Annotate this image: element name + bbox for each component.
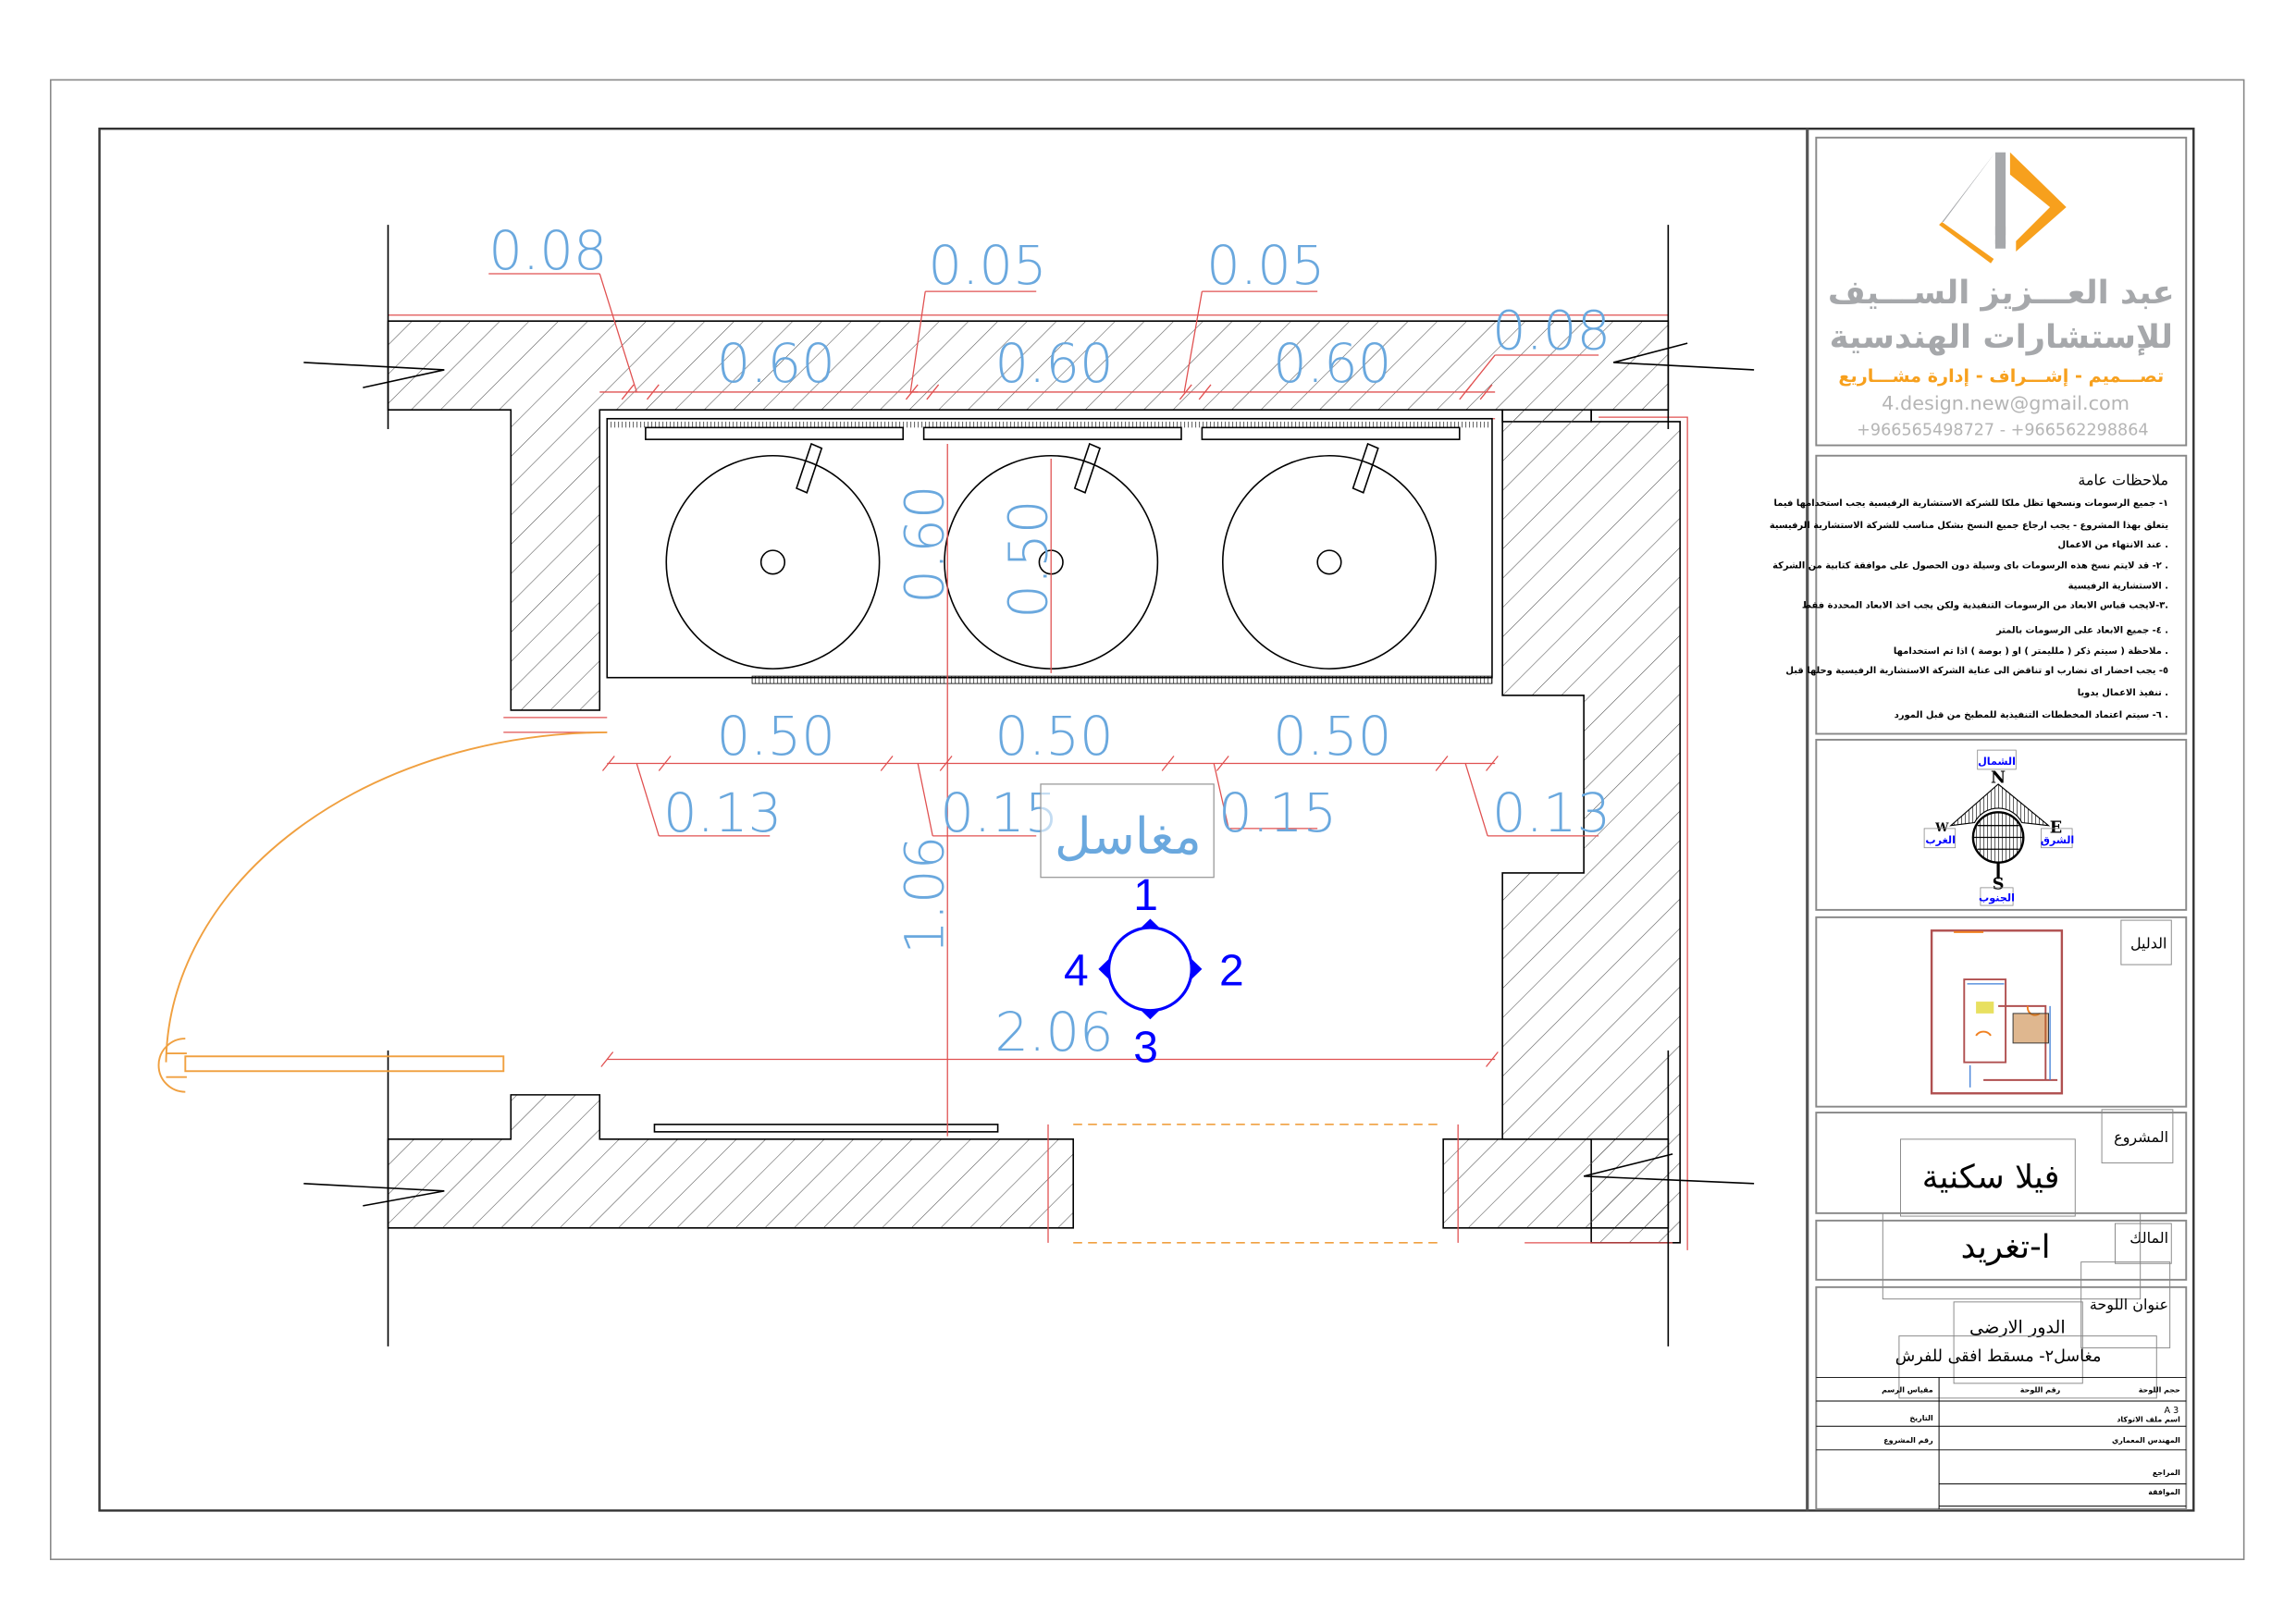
svg-text:٥- يجب احضار اى تضارب او تناقض: ٥- يجب احضار اى تضارب او تناقض الى عناية…: [1785, 666, 2168, 676]
svg-text:2: 2: [1219, 946, 1244, 995]
elevation-marker: 1 2 3 4: [1064, 871, 1244, 1073]
info-table: مقياس الرسم رقم اللوحة حجم اللوحة A 3 ال…: [1816, 1376, 2187, 1509]
room-label-box: [1040, 783, 1215, 879]
wall-bottom-left: [387, 1094, 1075, 1229]
break-symbol: [303, 342, 1755, 1207]
general-notes: ملاحظات عامة ١- جميع الرسومات ونسخها تظل…: [1770, 472, 2168, 720]
svg-text:٦- سيتم اعتماد المخططات التنفي: ٦- سيتم اعتماد المخططات التنفيذية للمطبخ…: [1895, 710, 2168, 720]
svg-text:مغاسل٢- مسقط افقى للفرش: مغاسل٢- مسقط افقى للفرش: [1895, 1347, 2102, 1366]
svg-text:A 3: A 3: [2165, 1406, 2179, 1416]
svg-text:الاستشارية الرفيسية .: الاستشارية الرفيسية .: [2068, 582, 2168, 592]
dimension-label: 0.60: [894, 486, 956, 604]
dimension-label: 0.50: [994, 706, 1113, 768]
dimension-label: 0.15: [940, 782, 1058, 844]
svg-text:3: 3: [1133, 1024, 1158, 1073]
svg-text:المالك: المالك: [2129, 1229, 2168, 1247]
svg-text:الشمال: الشمال: [1978, 756, 2016, 768]
svg-text:رقم اللوحة: رقم اللوحة: [2020, 1385, 2061, 1394]
svg-text:التاريخ: التاريخ: [1909, 1414, 1933, 1422]
svg-text:المهندس المعماري: المهندس المعماري: [2112, 1436, 2180, 1445]
north-arrow: N S E W الشمال الجنوب الشرق الغرب: [1923, 749, 2074, 906]
key-plan: الدليل: [1930, 919, 2172, 1095]
svg-text:٣-لايجب قياس الابعاد من الرسوم: ٣-لايجب قياس الابعاد من الرسومات التنفيذ…: [1802, 601, 2168, 611]
svg-text:عند الانتهاء من الاعمال .: عند الانتهاء من الاعمال .: [2058, 540, 2169, 550]
svg-text:ملاحظة ( سيتم ذكر ( ملليمتر ): ملاحظة ( سيتم ذكر ( ملليمتر ) او ( بوصة …: [1894, 646, 2168, 657]
svg-text:ملاحظات عامة: ملاحظات عامة: [2078, 472, 2168, 489]
dimension-label: 0.08: [488, 220, 607, 282]
wall-bottom-right: [1442, 1138, 1670, 1229]
svg-text:S: S: [1993, 874, 2005, 893]
sink-basin: [1221, 454, 1437, 670]
svg-text:اسم ملف الاتوكاد: اسم ملف الاتوكاد: [2117, 1415, 2180, 1423]
dimension-label: 0.60: [994, 333, 1113, 395]
svg-text:عبد العـــزيز الســـيف: عبد العـــزيز الســـيف: [1828, 274, 2175, 312]
dimension-label: 0.13: [663, 782, 782, 844]
svg-text:تنفيذ الاعمال يدويا .: تنفيذ الاعمال يدويا .: [2078, 688, 2168, 698]
dimension-lines: [488, 273, 1599, 1137]
svg-text:المشروع: المشروع: [2114, 1128, 2168, 1147]
door-opening: [1073, 1124, 1444, 1244]
project-info: المشروع فيلا سكنية المالك ا-تغريد عنوان …: [1882, 1109, 2174, 1399]
svg-text:عنوان اللوحة: عنوان اللوحة: [2090, 1296, 2168, 1314]
dimension-label: 0.60: [1273, 333, 1391, 395]
room-label: مغاسل: [1055, 807, 1202, 866]
svg-text:الجنوب: الجنوب: [1979, 891, 2015, 904]
dimension-label: 2.06: [994, 1002, 1113, 1064]
svg-text:1: 1: [1133, 871, 1158, 920]
dimension-label: 0.05: [1206, 235, 1325, 297]
dimension-label: 0.13: [1492, 782, 1611, 844]
svg-text:+966565498727 - +966562298864: +966565498727 - +966562298864: [1857, 421, 2148, 439]
svg-text:١- جميع الرسومات ونسخها تظل مل: ١- جميع الرسومات ونسخها تظل ملكا للشركة …: [1774, 498, 2169, 509]
counter-back: [610, 421, 1489, 428]
dimension-label: 0.50: [997, 500, 1059, 619]
dimension-label: 0.05: [928, 235, 1046, 297]
svg-text:يتعلق بهذا المشروع - يجب ارجاع: يتعلق بهذا المشروع - يجب ارجاع جميع النس…: [1770, 521, 2168, 531]
svg-text:فيلا سكنية: فيلا سكنية: [1922, 1159, 2060, 1197]
svg-text:رقم المشروع: رقم المشروع: [1883, 1436, 1933, 1445]
counter-edge: [751, 675, 1493, 684]
svg-text:N: N: [1991, 768, 2006, 787]
inner-frame: [98, 127, 2195, 1512]
floor-plan: 0.08 0.05 0.05 0.08 0.60 0.60 0.60 0.60 …: [157, 220, 1755, 1346]
dimension-label: 0.08: [1492, 301, 1611, 363]
dimension-label: 0.50: [717, 706, 835, 768]
svg-text:الدور الارضى: الدور الارضى: [1969, 1316, 2066, 1337]
dimension-label: 0.15: [1218, 782, 1337, 844]
outer-border: [49, 79, 2245, 1561]
sink-basin: [665, 454, 881, 670]
svg-text:تصـــميم - إشـــراف - إدارة مش: تصـــميم - إشـــراف - إدارة مشـــاريع: [1838, 365, 2164, 387]
svg-text:٤- جميع الابعاد على الرسومات ب: ٤- جميع الابعاد على الرسومات بالمتر .: [1995, 626, 2168, 636]
svg-text:4.design.new@gmail.com: 4.design.new@gmail.com: [1882, 392, 2129, 414]
svg-text:حجم اللوحة: حجم اللوحة: [2139, 1385, 2180, 1394]
door-swing-arc: [165, 731, 608, 1063]
dimension-label: 1.06: [894, 836, 956, 954]
svg-text:الموافقة: الموافقة: [2148, 1488, 2180, 1496]
faucet: [796, 442, 1379, 494]
svg-text:الشرق: الشرق: [2041, 834, 2074, 846]
break-line: [387, 225, 1670, 1346]
svg-text:مقياس الرسم: مقياس الرسم: [1882, 1385, 1933, 1395]
company-logo: عبد العـــزيز الســـيف للإستشارات الهندس…: [1828, 152, 2175, 439]
svg-text:4: 4: [1064, 946, 1089, 995]
svg-text:الغرب: الغرب: [1925, 834, 1956, 846]
svg-text:المراجع: المراجع: [2153, 1469, 2180, 1477]
svg-text:ا-تغريد: ا-تغريد: [1961, 1228, 2051, 1266]
door-handle: [157, 1038, 187, 1093]
dimension-label: 0.60: [717, 333, 835, 395]
svg-text:٢- قد لايتم نسخ هذه الرسومات ب: ٢- قد لايتم نسخ هذه الرسومات باى وسيلة د…: [1772, 560, 2168, 571]
svg-text:E: E: [2050, 818, 2062, 838]
dimension-label: 0.50: [1273, 706, 1391, 768]
svg-text:الدليل: الدليل: [2130, 934, 2167, 952]
door-leaf: [184, 1055, 505, 1073]
svg-text:للإستشارات الهندسية: للإستشارات الهندسية: [1830, 318, 2173, 356]
